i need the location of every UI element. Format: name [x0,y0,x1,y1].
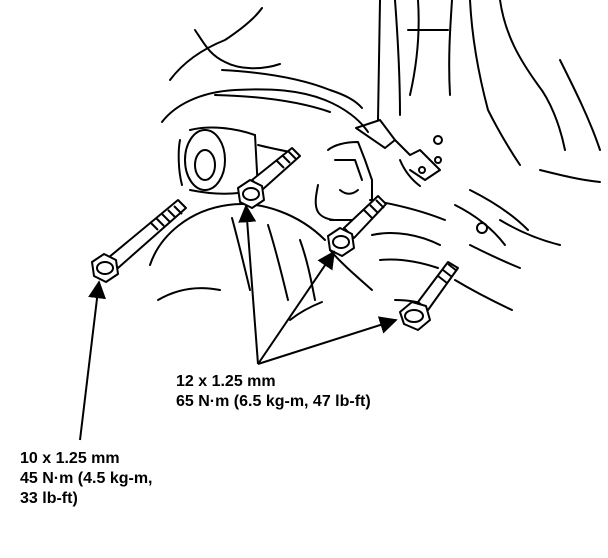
bolt-12mm-size: 12 x 1.25 mm [176,373,276,390]
bolt-10mm-torque-line2: 33 lb-ft) [20,490,78,507]
bolt-12mm-upper [237,147,301,209]
bolt-10mm-lower-left [91,199,187,283]
leader-line-middle-bolt [257,250,336,365]
leader-line-lower-left-bolt [79,280,107,441]
leader-line-upper-bolt [238,204,259,365]
bolt-10mm-callout: 10 x 1.25 mm 45 N·m (4.5 kg-m, 33 lb-ft) [20,449,152,509]
bolt-12mm-callout: 12 x 1.25 mm 65 N·m (6.5 kg-m, 47 lb-ft) [176,372,371,412]
bolt-12mm-right [399,261,459,331]
bolt-12mm-middle [327,195,387,257]
bolt-12mm-torque: 65 N·m (6.5 kg-m, 47 lb-ft) [176,393,371,410]
engine-housing-outline [149,0,601,321]
bolt-10mm-torque-line1: 45 N·m (4.5 kg-m, [20,470,153,487]
bolt-10mm-size: 10 x 1.25 mm [20,450,120,467]
leader-lines [79,204,398,441]
leader-line-right-bolt [257,316,398,365]
